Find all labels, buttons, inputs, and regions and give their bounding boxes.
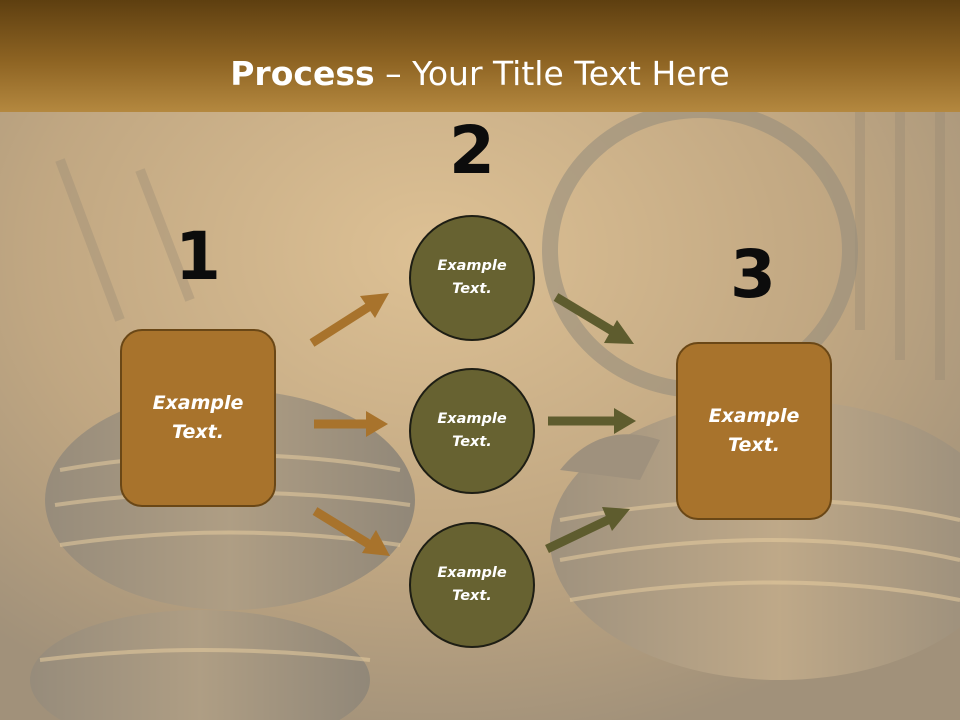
arrow-1-to-top [309,293,389,347]
arrow-middle-to-3 [548,408,636,434]
title-rest: – Your Title Text Here [374,54,730,93]
step-number-2: 2 [449,112,495,189]
arrow-bottom-to-3 [545,507,630,554]
step-2-bottom-text: Example Text. [437,565,507,604]
slide-title: Process – Your Title Text Here [0,52,960,96]
arrow-top-to-3 [553,293,634,344]
step-2-circle-top: Example Text. [409,215,535,341]
step-2-circle-bottom: Example Text. [409,522,535,648]
step-2-middle-text: Example Text. [437,411,507,450]
step-number-3: 3 [730,236,776,313]
step-2-top-text: Example Text. [437,258,507,297]
arrow-1-to-middle [314,411,388,437]
step-3-box: Example Text. [676,342,832,520]
step-1-text: Example Text. [152,392,244,443]
step-number-1: 1 [175,218,221,295]
step-3-text: Example Text. [708,405,800,456]
title-bold: Process [230,54,375,93]
step-1-box: Example Text. [120,329,276,507]
arrow-1-to-bottom [312,507,390,556]
step-2-circle-middle: Example Text. [409,368,535,494]
header-band [0,0,960,112]
